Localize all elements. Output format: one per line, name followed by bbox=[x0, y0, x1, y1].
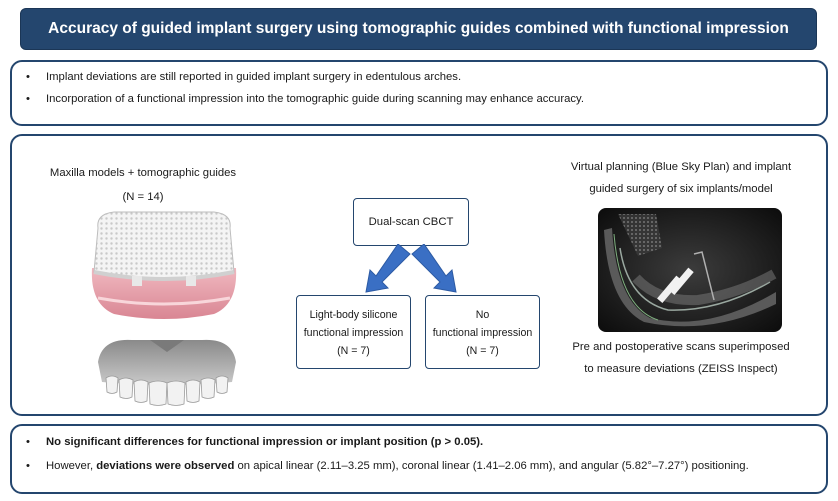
planning-label: Virtual planning (Blue Sky Plan) and imp… bbox=[570, 161, 792, 195]
conclusions-panel: •No significant differences for function… bbox=[10, 424, 828, 494]
conclusion-bold-text: No significant differences for functiona… bbox=[46, 436, 484, 448]
arrow-to-silicone-group bbox=[365, 244, 411, 293]
superimposition-label: Pre and postoperative scans superimposed… bbox=[572, 341, 790, 375]
models-count: (N = 14) bbox=[122, 191, 164, 203]
conclusion-bullet: • However, deviations were observed on a… bbox=[26, 460, 749, 472]
arrow-to-no-impression-group bbox=[411, 244, 457, 293]
intro-bullet-text: Implant deviations are still reported in… bbox=[46, 71, 462, 83]
intro-bullet: •Incorporation of a functional impressio… bbox=[26, 93, 584, 105]
intro-panel: •Implant deviations are still reported i… bbox=[10, 60, 828, 126]
denture-model-image bbox=[98, 339, 236, 406]
conclusion-text-pre: However, bbox=[46, 460, 97, 472]
methods-panel: Maxilla models + tomographic guides (N =… bbox=[10, 134, 828, 416]
models-label: Maxilla models + tomographic guides (N =… bbox=[49, 167, 237, 203]
page-title: Accuracy of guided implant surgery using… bbox=[20, 8, 817, 50]
dual-scan-cbct-box: Dual-scan CBCT bbox=[353, 198, 469, 246]
intro-bullet: •Implant deviations are still reported i… bbox=[26, 71, 462, 83]
conclusion-bullet: •No significant differences for function… bbox=[26, 436, 484, 448]
maxilla-guide-model-image bbox=[91, 211, 237, 319]
no-impression-group-box: No functional impression (N = 7) bbox=[425, 295, 540, 369]
silicone-impression-group-box: Light-body silicone functional impressio… bbox=[296, 295, 411, 369]
intro-bullet-text: Incorporation of a functional impression… bbox=[46, 93, 584, 105]
cbct-scan-image bbox=[598, 208, 782, 332]
conclusion-bold-text: deviations were observed bbox=[96, 460, 235, 472]
conclusion-text-post: on apical linear (2.11–3.25 mm), coronal… bbox=[234, 460, 749, 472]
